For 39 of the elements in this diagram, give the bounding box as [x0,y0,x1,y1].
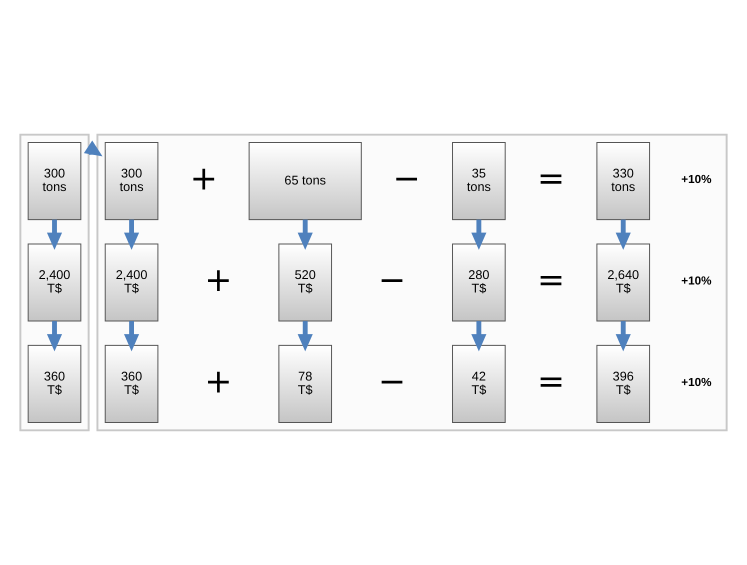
node-label: +10% [681,274,712,288]
cluster [19,134,90,432]
node-box: 300 tons [28,142,82,220]
node-box: 360 T$ [104,344,158,423]
arrow [298,321,313,352]
node-box: 330 tons [596,142,650,220]
cluster [96,134,728,432]
label: + [204,260,232,299]
arrow [46,220,62,250]
label: − [378,260,406,299]
label: − [378,361,406,400]
node-box: 42 T$ [452,344,506,423]
node-box: 520 T$ [278,243,332,322]
node-box: 2,640 T$ [596,243,650,322]
node-box: 360 T$ [28,344,82,423]
arrow [298,220,313,250]
node-box: 300 tons [104,142,158,220]
label: = [537,158,565,198]
label: = [537,361,565,400]
arrow [471,321,486,352]
label: + [190,158,218,198]
node-box: 396 T$ [596,344,650,423]
node-label: +10% [681,173,712,186]
arrow [124,321,140,352]
arrow [471,220,486,250]
node-box: 280 T$ [452,243,506,322]
arrow [46,321,62,352]
node-box: 65 tons [248,142,362,220]
arrow [616,321,631,352]
node-box: 35 tons [452,142,506,220]
node-box: 78 T$ [278,344,332,423]
label: = [537,260,565,299]
node-box: 2,400 T$ [104,243,158,322]
arrow [124,220,140,250]
label: + [204,361,232,400]
label: − [392,158,421,198]
arrow [616,220,631,250]
node-box: 2,400 T$ [28,243,82,322]
node-label: +10% [681,376,712,390]
